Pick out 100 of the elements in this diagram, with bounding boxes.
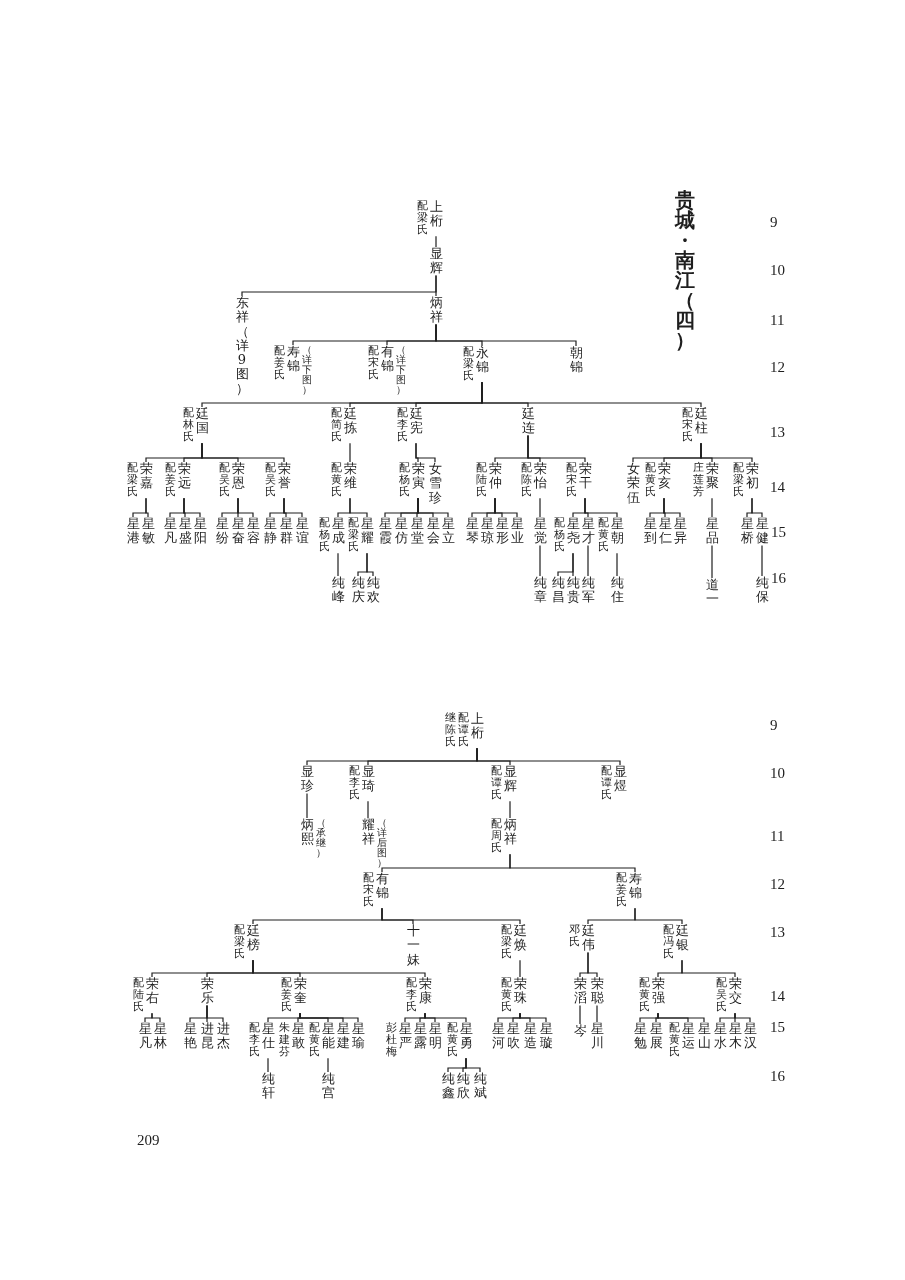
generation-number: 9 bbox=[770, 717, 778, 733]
person-name: 星川 bbox=[590, 1022, 604, 1051]
tree-line bbox=[145, 497, 149, 518]
person-name: 纯保 bbox=[755, 576, 769, 605]
tree-line bbox=[751, 497, 763, 518]
generation-number: 10 bbox=[770, 262, 785, 278]
person-name: 纯贵 bbox=[566, 576, 580, 605]
person-name: 星敢 bbox=[291, 1022, 305, 1051]
spouse-name: 配谭氏 bbox=[490, 765, 502, 802]
person-name: 星展 bbox=[649, 1022, 663, 1051]
spouse-name: 配宋氏 bbox=[681, 407, 693, 444]
person-name: 女荣伍 bbox=[626, 462, 640, 505]
person-name: 星山 bbox=[697, 1022, 711, 1051]
person-name: 星运 bbox=[681, 1022, 695, 1051]
person-name: 星林 bbox=[153, 1022, 167, 1051]
generation-number: 11 bbox=[770, 312, 785, 328]
person-name: 星造 bbox=[523, 1022, 537, 1051]
tree-line bbox=[465, 1057, 481, 1073]
spouse-name: 配杨氏 bbox=[318, 517, 330, 554]
person-name: 星琼 bbox=[480, 517, 494, 546]
person-name: 星明 bbox=[428, 1022, 442, 1051]
spouse-name: 配姜氏 bbox=[615, 872, 627, 909]
spouse-name: 配梁氏 bbox=[462, 346, 474, 383]
tree-line bbox=[417, 497, 449, 518]
person-name: 女雪珍 bbox=[428, 462, 442, 505]
tree-line bbox=[663, 497, 681, 518]
person-name: 永锦 bbox=[475, 346, 489, 375]
person-name: 星会 bbox=[426, 517, 440, 546]
person-name: 星璇 bbox=[539, 1022, 553, 1051]
spouse-name: 配黄氏 bbox=[597, 517, 609, 554]
person-name: 星凡 bbox=[163, 517, 177, 546]
person-name: 星觉 bbox=[533, 517, 547, 546]
person-name: 星霞 bbox=[378, 517, 392, 546]
spouse-name: 配黄氏 bbox=[668, 1022, 680, 1059]
spouse-name: 配李氏 bbox=[348, 765, 360, 802]
person-name: 星群 bbox=[279, 517, 293, 546]
spouse-name: 配冯氏 bbox=[662, 924, 674, 961]
person-name: 星容 bbox=[246, 517, 260, 546]
generation-number: 16 bbox=[771, 570, 786, 586]
person-name: 星堂 bbox=[410, 517, 424, 546]
person-name: 星仕 bbox=[261, 1022, 275, 1051]
spouse-name: 配黄氏 bbox=[500, 977, 512, 1014]
person-name: 寿锦 bbox=[628, 872, 642, 901]
spouse-name: 配梁氏 bbox=[732, 462, 744, 499]
spouse-name: 庄莲芳 bbox=[692, 462, 704, 499]
person-name: 星仿 bbox=[394, 517, 408, 546]
person-name: 耀祥 bbox=[361, 818, 375, 847]
person-name: 显煜 bbox=[613, 765, 627, 794]
person-name: 纯轩 bbox=[261, 1072, 275, 1101]
person-name: 荣康 bbox=[418, 977, 432, 1006]
person-name: 荣强 bbox=[651, 977, 665, 1006]
person-name: 荣怡 bbox=[533, 462, 547, 491]
tree-line bbox=[151, 1012, 161, 1023]
person-name: 星形 bbox=[495, 517, 509, 546]
spouse-name: 配李氏 bbox=[248, 1022, 260, 1059]
tree-line bbox=[634, 907, 683, 925]
tree-line bbox=[494, 497, 518, 518]
person-name: 朝锦 bbox=[569, 346, 583, 375]
tree-line bbox=[587, 952, 598, 978]
spouse-name: 配梁氏 bbox=[500, 924, 512, 961]
person-name: 进昆 bbox=[200, 1022, 214, 1051]
person-name: 荣交 bbox=[728, 977, 742, 1006]
person-name: 荣干 bbox=[578, 462, 592, 491]
tree-line bbox=[415, 442, 436, 463]
person-name: 星健 bbox=[755, 517, 769, 546]
spouse-name: 配吴氏 bbox=[715, 977, 727, 1014]
person-name: 纯庆 bbox=[351, 576, 365, 605]
person-name: 星敏 bbox=[141, 517, 155, 546]
person-name: 纯住 bbox=[610, 576, 624, 605]
spouse-name: 配吴氏 bbox=[218, 462, 230, 499]
page-number: 209 bbox=[137, 1132, 160, 1148]
tree-line bbox=[539, 497, 541, 518]
spouse-name: 配陆氏 bbox=[475, 462, 487, 499]
person-name: 星水 bbox=[713, 1022, 727, 1051]
spouse-name: 配周氏 bbox=[490, 818, 502, 855]
person-name: 星凡 bbox=[138, 1022, 152, 1051]
person-name: 荣亥 bbox=[657, 462, 671, 491]
person-name: 星耀 bbox=[360, 517, 374, 546]
tree-line bbox=[306, 793, 308, 819]
spouse-name: 彭杜梅 bbox=[385, 1022, 397, 1059]
tree-line bbox=[584, 497, 618, 518]
person-name: 星纷 bbox=[215, 517, 229, 546]
person-name: 显辉 bbox=[503, 765, 517, 794]
note-text: （详下图） bbox=[395, 345, 406, 395]
person-name: 廷伟 bbox=[581, 924, 595, 953]
person-name: 星能 bbox=[321, 1022, 335, 1051]
spouse-name: 朱建芬 bbox=[278, 1022, 290, 1059]
person-name: 纯斌 bbox=[473, 1072, 487, 1101]
person-name: 廷榜 bbox=[246, 924, 260, 953]
person-name: 星桥 bbox=[740, 517, 754, 546]
person-name: 星异 bbox=[673, 517, 687, 546]
person-name: 星河 bbox=[491, 1022, 505, 1051]
spouse-name: 邓氏 bbox=[568, 924, 580, 949]
spouse-name: 配宋氏 bbox=[367, 345, 379, 382]
person-name: 荣奎 bbox=[293, 977, 307, 1006]
person-name: 星琴 bbox=[465, 517, 479, 546]
tree-line bbox=[435, 275, 437, 297]
person-name: 纯章 bbox=[533, 576, 547, 605]
note-text: （详下图） bbox=[301, 345, 312, 395]
person-name: 东祥（详9图） bbox=[235, 296, 249, 397]
